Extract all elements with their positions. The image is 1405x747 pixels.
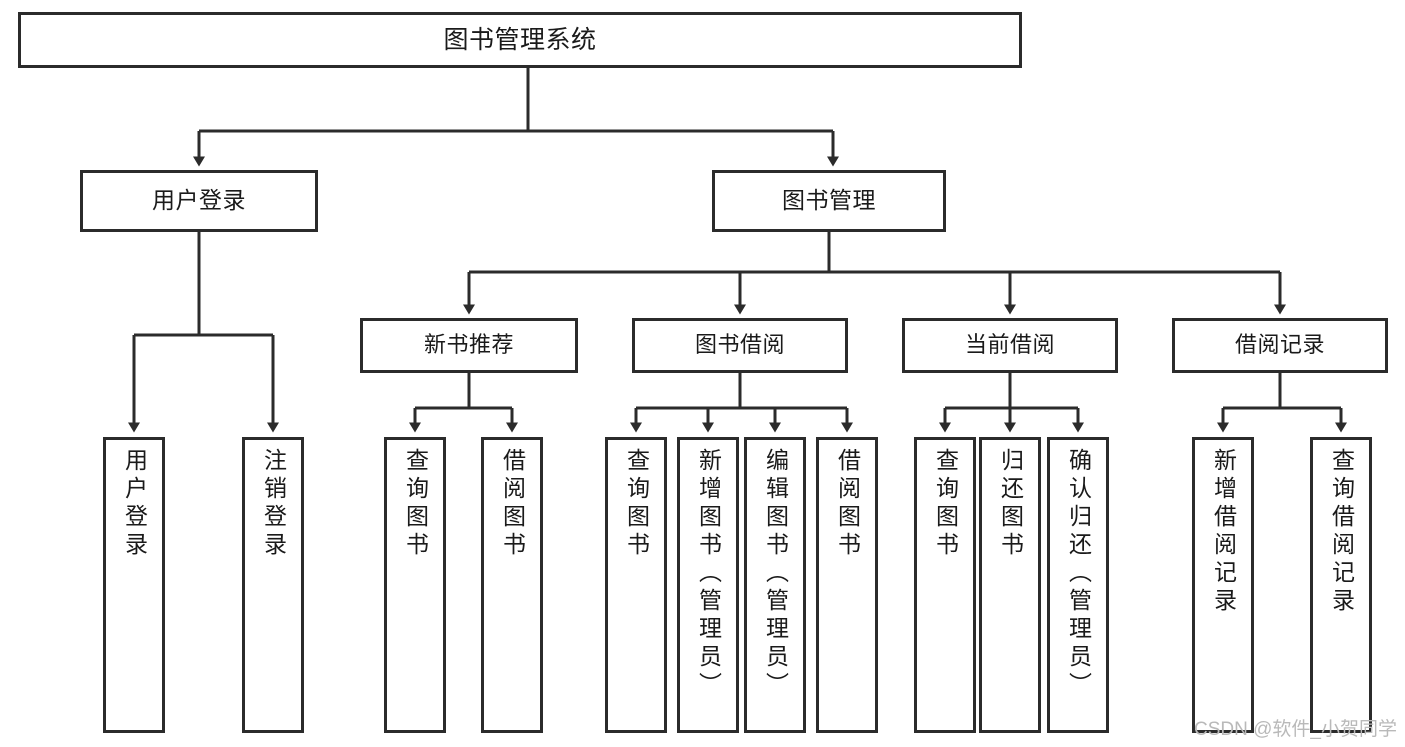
node-leaf-logout-login[interactable]: 注销登录 bbox=[242, 437, 304, 733]
node-leaf-borrow-book-2[interactable]: 借阅图书 bbox=[816, 437, 878, 733]
node-leaf-query-book-3-label: 查询图书 bbox=[932, 448, 959, 560]
node-book-manage-label: 图书管理 bbox=[782, 187, 876, 214]
node-leaf-query-record-label: 查询借阅记录 bbox=[1328, 448, 1355, 616]
node-leaf-borrow-book-1[interactable]: 借阅图书 bbox=[481, 437, 543, 733]
node-leaf-confirm-return[interactable]: 确认归还（管理员） bbox=[1047, 437, 1109, 733]
node-leaf-confirm-return-label: 确认归还（管理员） bbox=[1065, 448, 1092, 700]
node-leaf-logout-login-label: 注销登录 bbox=[260, 448, 287, 560]
node-root-system[interactable]: 图书管理系统 bbox=[18, 12, 1022, 68]
node-leaf-user-login-label: 用户登录 bbox=[121, 448, 148, 560]
csdn-watermark: CSDN @软件_小贺同学 bbox=[1194, 719, 1397, 740]
node-current-borrow[interactable]: 当前借阅 bbox=[902, 318, 1118, 373]
node-leaf-borrow-book-2-label: 借阅图书 bbox=[834, 448, 861, 560]
node-borrow-record[interactable]: 借阅记录 bbox=[1172, 318, 1388, 373]
node-leaf-borrow-book-1-label: 借阅图书 bbox=[499, 448, 526, 560]
node-leaf-query-book-1-label: 查询图书 bbox=[402, 448, 429, 560]
node-leaf-return-book[interactable]: 归还图书 bbox=[979, 437, 1041, 733]
node-book-manage[interactable]: 图书管理 bbox=[712, 170, 946, 232]
node-leaf-query-record[interactable]: 查询借阅记录 bbox=[1310, 437, 1372, 733]
node-leaf-query-book-2[interactable]: 查询图书 bbox=[605, 437, 667, 733]
node-new-book-recommend[interactable]: 新书推荐 bbox=[360, 318, 578, 373]
node-book-borrow[interactable]: 图书借阅 bbox=[632, 318, 848, 373]
node-leaf-return-book-label: 归还图书 bbox=[997, 448, 1024, 560]
node-borrow-record-label: 借阅记录 bbox=[1234, 332, 1325, 358]
node-leaf-query-book-2-label: 查询图书 bbox=[623, 448, 650, 560]
node-user-login[interactable]: 用户登录 bbox=[80, 170, 318, 232]
node-leaf-add-record-label: 新增借阅记录 bbox=[1210, 448, 1237, 616]
node-leaf-edit-book-label: 编辑图书（管理员） bbox=[762, 448, 789, 700]
node-user-login-label: 用户登录 bbox=[152, 187, 246, 214]
node-current-borrow-label: 当前借阅 bbox=[964, 332, 1055, 358]
node-leaf-query-book-3[interactable]: 查询图书 bbox=[914, 437, 976, 733]
node-leaf-add-book-label: 新增图书（管理员） bbox=[695, 448, 722, 700]
node-leaf-edit-book[interactable]: 编辑图书（管理员） bbox=[744, 437, 806, 733]
node-leaf-add-record[interactable]: 新增借阅记录 bbox=[1192, 437, 1254, 733]
node-leaf-add-book[interactable]: 新增图书（管理员） bbox=[677, 437, 739, 733]
node-new-book-recommend-label: 新书推荐 bbox=[423, 332, 514, 358]
node-leaf-user-login[interactable]: 用户登录 bbox=[103, 437, 165, 733]
node-root-system-label: 图书管理系统 bbox=[443, 26, 597, 54]
node-leaf-query-book-1[interactable]: 查询图书 bbox=[384, 437, 446, 733]
node-book-borrow-label: 图书借阅 bbox=[694, 332, 785, 358]
